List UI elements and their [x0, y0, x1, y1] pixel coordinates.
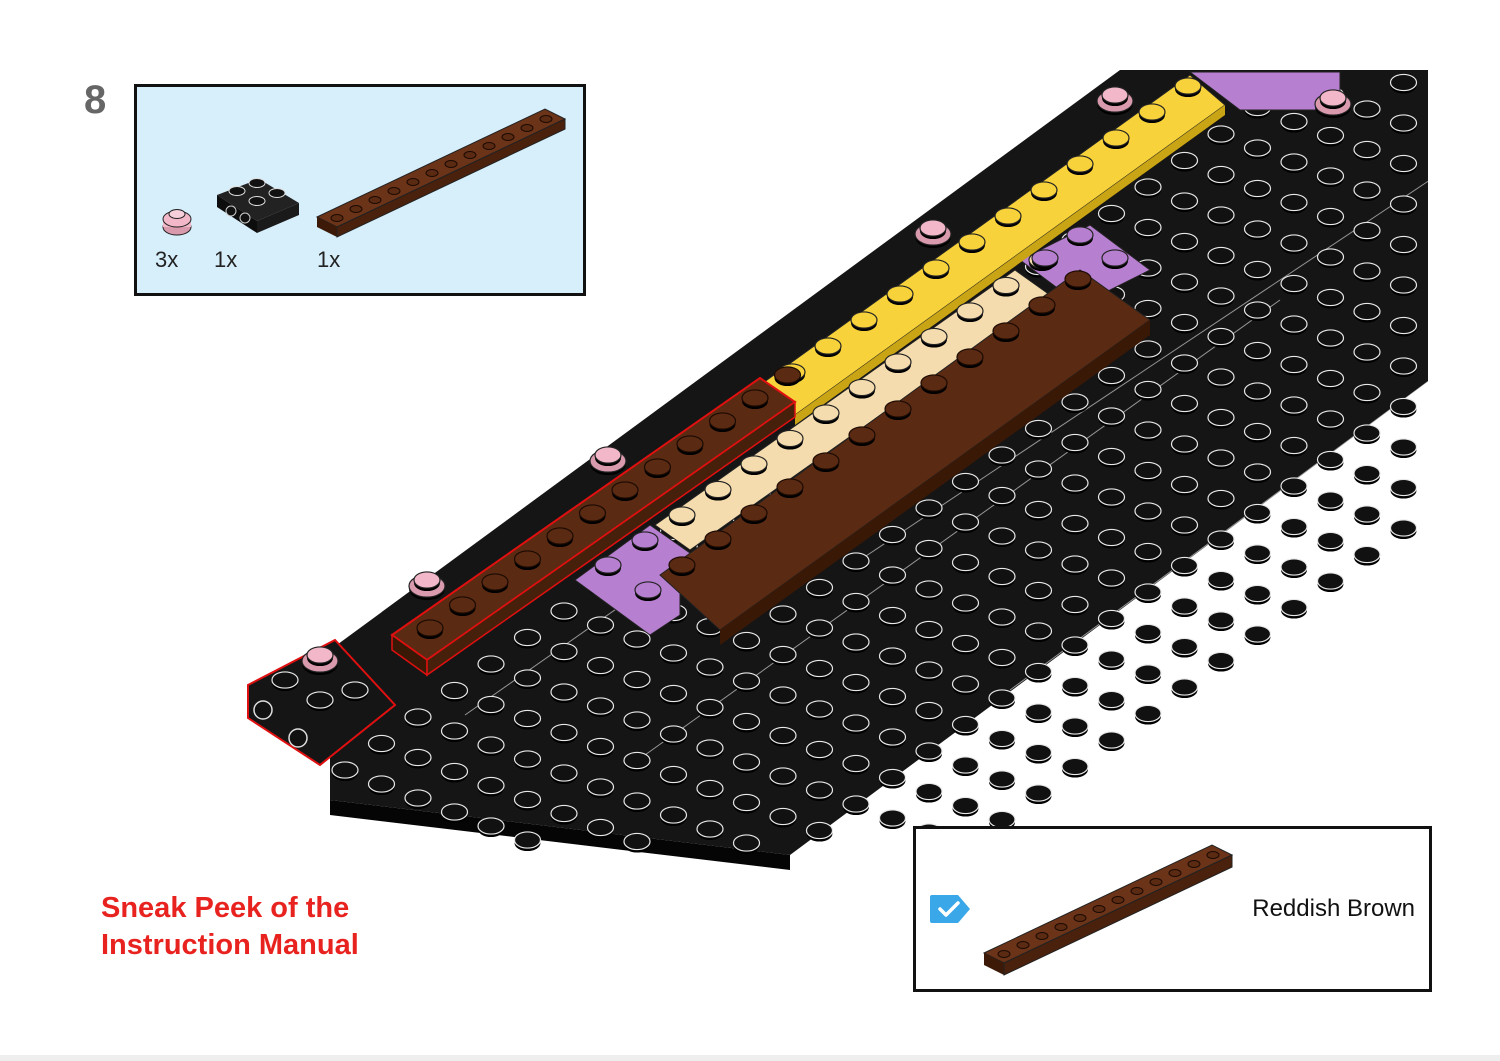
parts-illustrations	[162, 108, 567, 238]
parts-list-panel: 3x 1x 1x	[134, 84, 586, 296]
part-color-name: Reddish Brown	[1252, 895, 1415, 922]
caption-line-1: Sneak Peek of the	[101, 892, 350, 924]
pink-round-plate-part	[162, 209, 192, 236]
sneak-peek-caption: Sneak Peek of the Instruction Manual	[101, 890, 359, 964]
part-qty: 1x	[317, 247, 341, 272]
step-number: 8	[84, 78, 107, 122]
brown-tile-large	[659, 269, 1151, 645]
callout-part-illustration	[982, 844, 1234, 976]
caption-line-2: Instruction Manual	[101, 929, 359, 961]
colored-studs	[271, 77, 1352, 712]
part-qty: 3x	[155, 247, 179, 272]
black-plate-with-pins-part	[217, 178, 299, 233]
brown-plate-1x12-part	[315, 108, 567, 238]
part-qty: 1x	[214, 247, 238, 272]
brown-plate-1x12-callout	[982, 844, 1234, 976]
new-part-callout: Reddish Brown	[913, 826, 1432, 992]
page-bottom-strip	[0, 1055, 1500, 1061]
